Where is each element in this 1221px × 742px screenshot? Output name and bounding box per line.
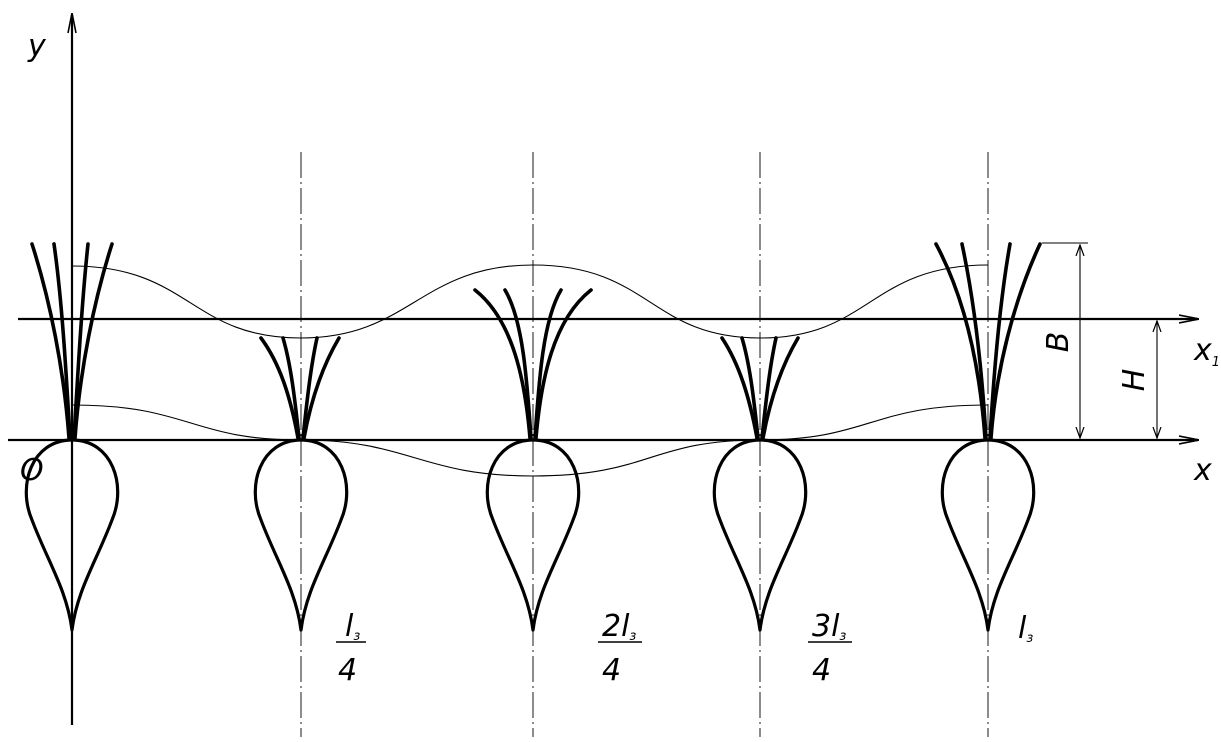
- position-denominator: 4: [812, 653, 831, 688]
- upper-wave-curve: [71, 264, 989, 339]
- position-subscript: з: [629, 629, 636, 644]
- beet-root: [940, 438, 1036, 632]
- position-numerator: 2lз: [602, 609, 636, 644]
- position-subscript: з: [1026, 631, 1033, 646]
- position-denominator: 4: [338, 653, 357, 688]
- beet-leaves: [473, 288, 593, 440]
- beet-leaves: [720, 336, 800, 440]
- dimension-b-label: B: [1041, 332, 1076, 353]
- beet-leaves: [934, 242, 1042, 440]
- position-numerator: 3lз: [812, 609, 846, 644]
- position-denominator: 4: [602, 653, 621, 688]
- position-subscript: з: [839, 629, 846, 644]
- position-label-three-quarter: 3lз 4: [808, 609, 852, 688]
- position-label-full: lз: [1018, 611, 1033, 646]
- beet-root: [24, 438, 120, 632]
- x-axis-label: x: [1193, 453, 1212, 488]
- beet-leaves: [259, 336, 341, 440]
- beet-root: [253, 438, 349, 632]
- position-subscript: з: [353, 629, 360, 644]
- dimension-h-label: H: [1117, 369, 1152, 392]
- beet-root: [485, 438, 581, 632]
- position-label-half: 2lз 4: [598, 609, 642, 688]
- beet-root: [712, 438, 808, 632]
- position-label-quarter: lз 4: [336, 609, 366, 688]
- y-axis-label: y: [27, 29, 47, 64]
- x1-axis-subscript: 1: [1212, 355, 1220, 370]
- x1-axis-label: x1: [1193, 333, 1220, 370]
- position-numerator: lз: [345, 609, 360, 644]
- position-numerator: lз: [1018, 611, 1033, 646]
- beet-half: [473, 288, 593, 632]
- beet-quarter: [253, 336, 349, 632]
- beet-0: [24, 242, 120, 632]
- lower-wave-curve: [71, 404, 989, 477]
- beet-full: [934, 242, 1042, 632]
- beet-leaves: [30, 242, 114, 440]
- origin-label: O: [20, 453, 44, 488]
- beet-three-quarter: [712, 336, 808, 632]
